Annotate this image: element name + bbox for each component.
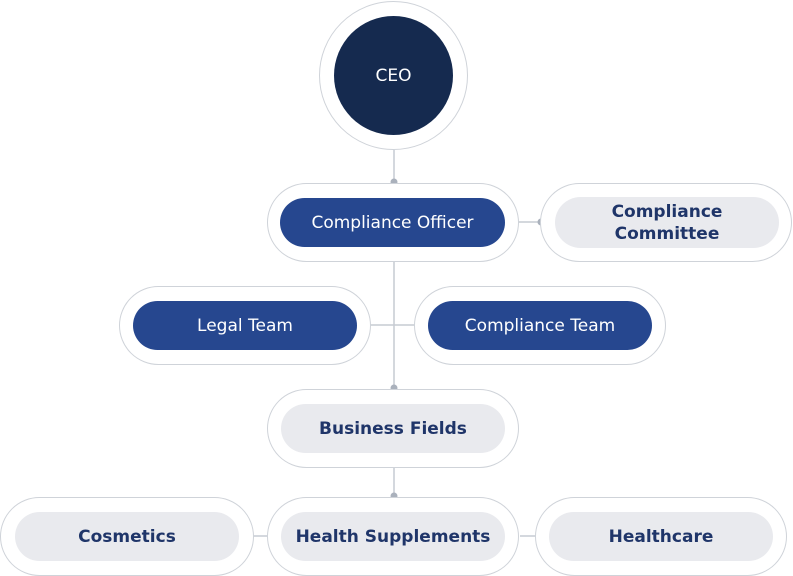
compliance-officer-label: Compliance Officer [280, 198, 505, 247]
business-fields-label: Business Fields [281, 404, 505, 453]
cosmetics-label: Cosmetics [15, 512, 239, 561]
legal-team-label: Legal Team [133, 301, 357, 350]
compliance-committee-label: Compliance Committee [555, 197, 779, 248]
ceo-label: CEO [334, 16, 453, 135]
health-supplements-label: Health Supplements [281, 512, 505, 561]
healthcare-label: Healthcare [549, 512, 773, 561]
compliance-team-label: Compliance Team [428, 301, 652, 350]
